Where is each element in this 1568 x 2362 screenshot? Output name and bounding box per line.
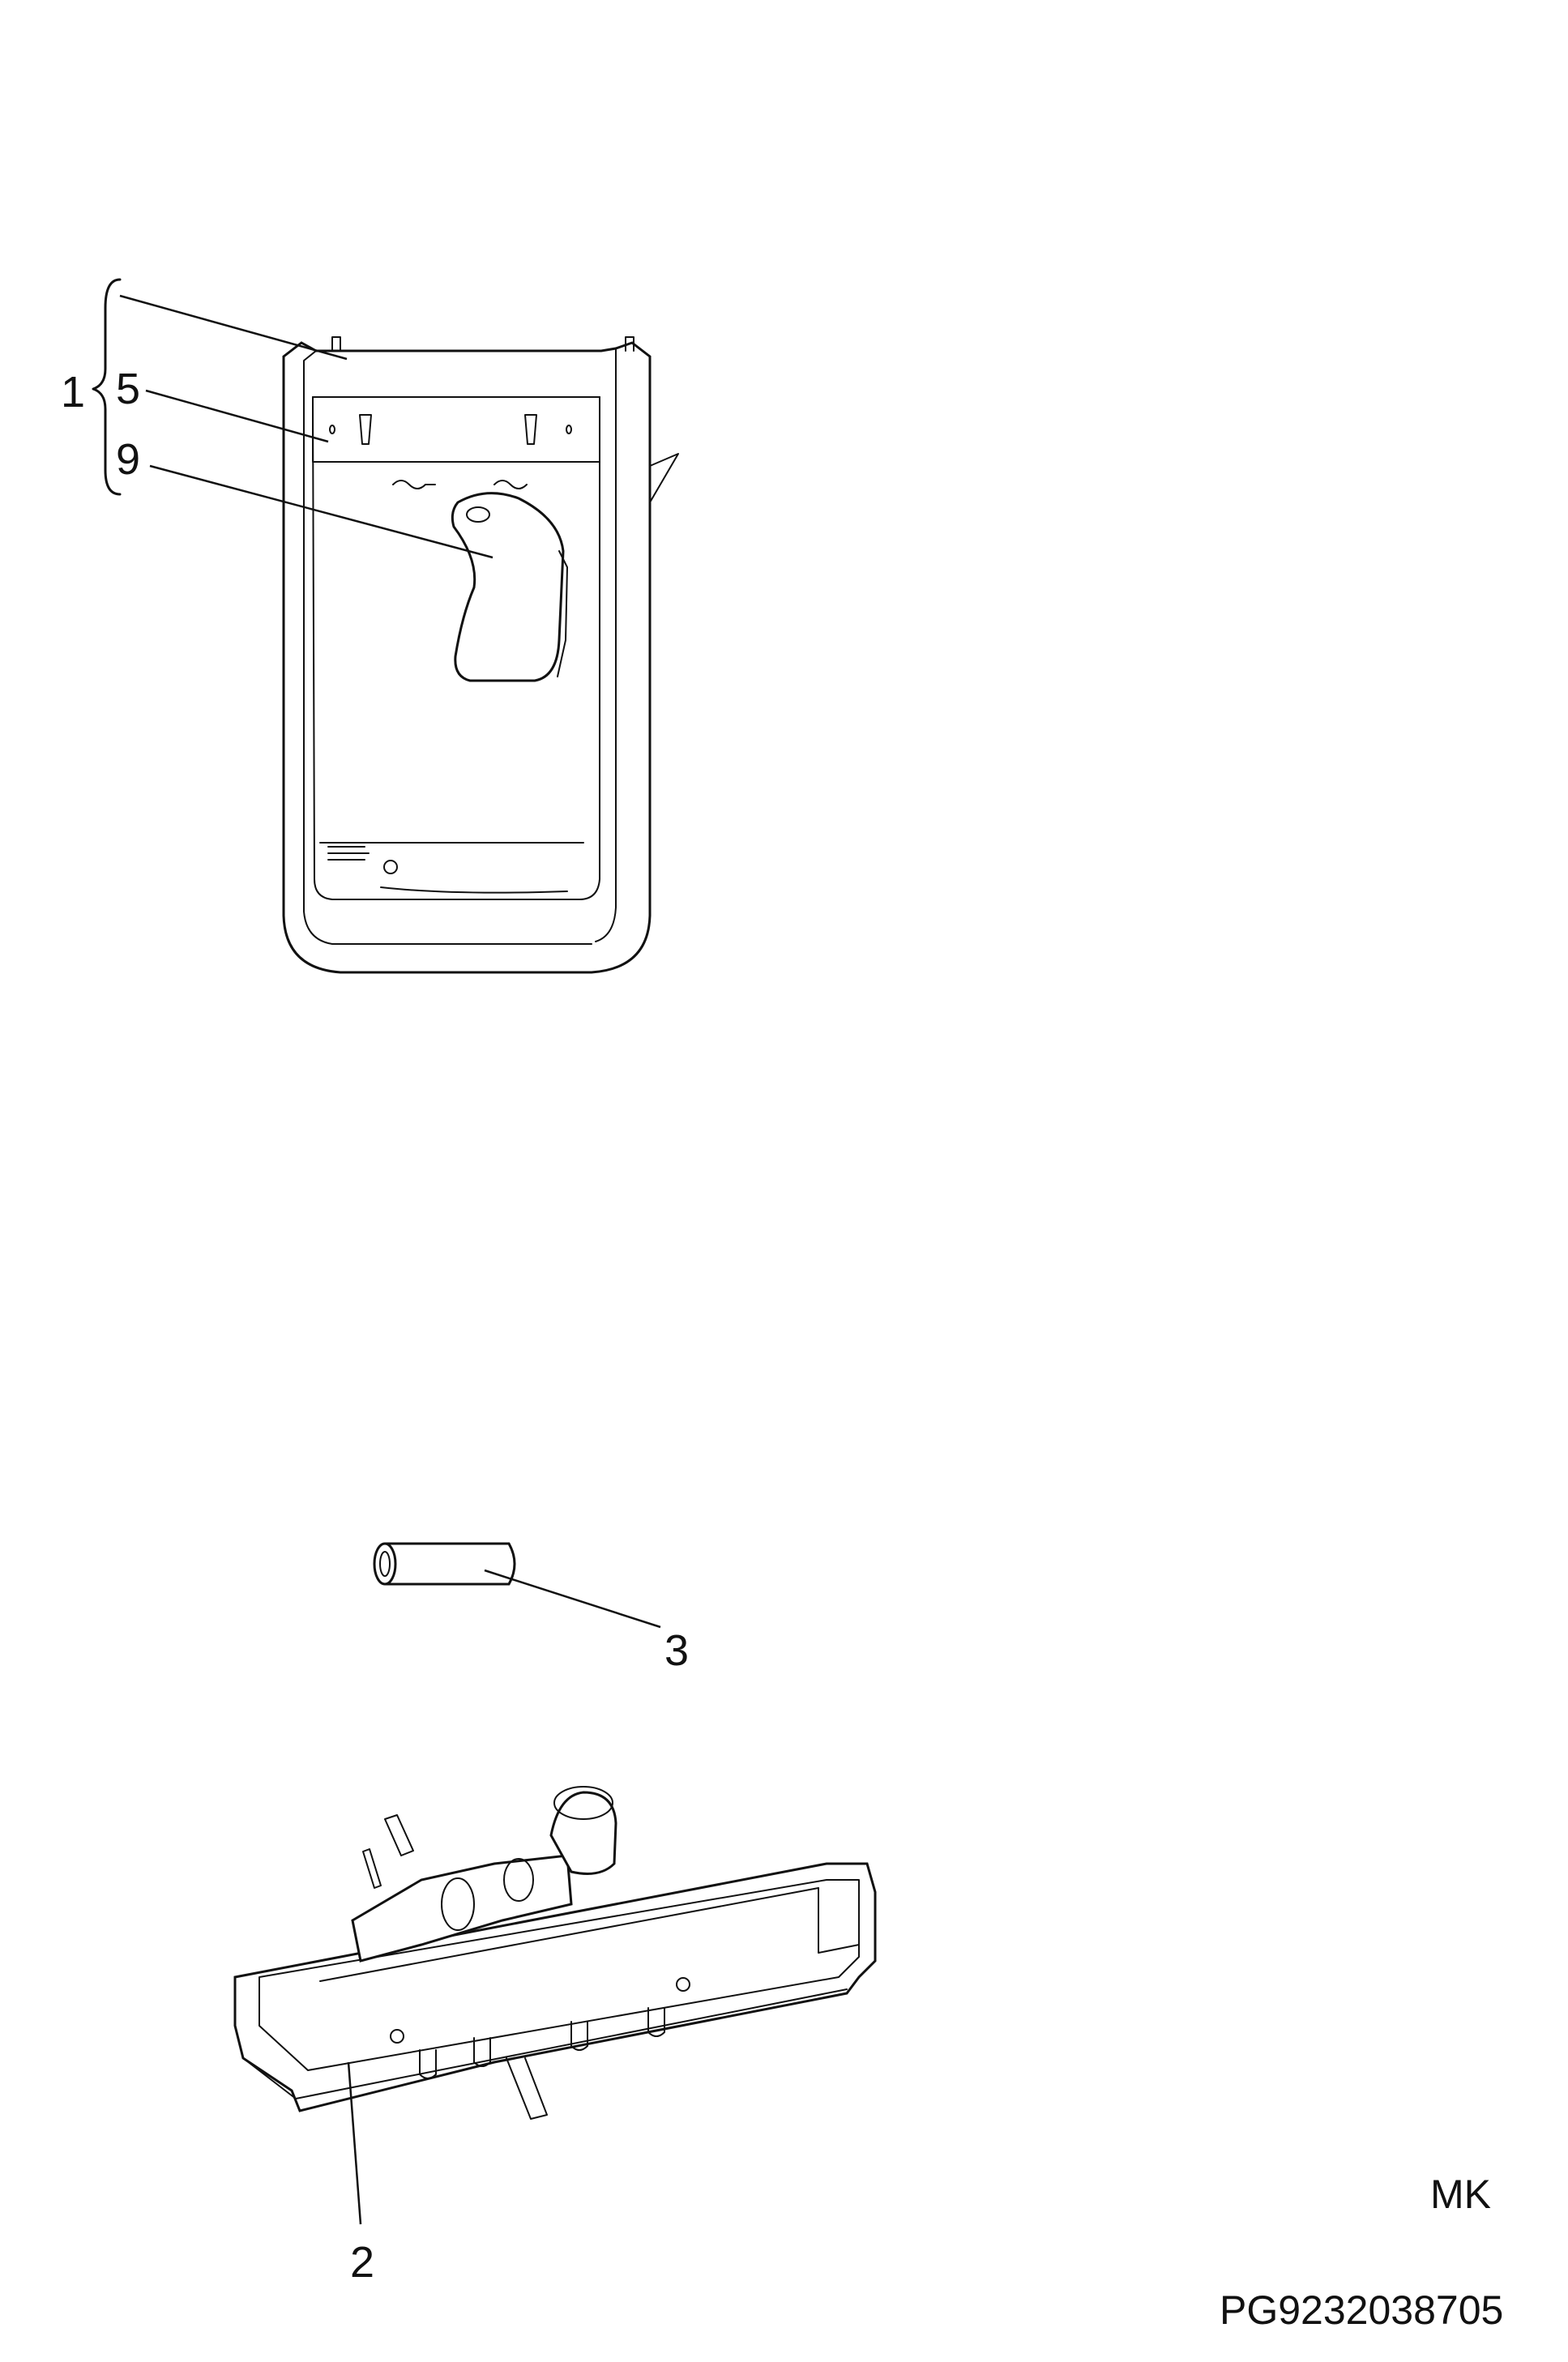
mounting-plate — [312, 396, 600, 463]
peg-2 — [473, 2037, 491, 2067]
footer-code: MK — [1430, 2172, 1491, 2217]
paddle-side-face — [557, 550, 568, 677]
leader-line-9 — [149, 464, 493, 559]
footer-drawing-number: PG9232038705 — [1220, 2287, 1503, 2333]
terminal-1 — [362, 1848, 382, 1889]
drip-tray-lip — [380, 886, 568, 894]
plate-slot-left — [359, 414, 372, 445]
boss-1 — [390, 2029, 404, 2044]
callout-label-3: 3 — [664, 1626, 689, 1675]
leader-line-1 — [119, 294, 348, 361]
drip-tray-screw — [383, 860, 398, 874]
peg-4 — [647, 2007, 665, 2037]
peg-3 — [570, 2021, 588, 2051]
inlet-fitting — [549, 1791, 617, 1875]
plate-hole-left — [329, 425, 335, 434]
valve-tray-top-rail — [319, 1887, 819, 1982]
valve-tray-inner-rim — [258, 1879, 860, 2071]
peg-1 — [419, 2049, 437, 2079]
valve-port — [503, 1858, 534, 1902]
inner-recess — [312, 396, 600, 900]
top-pin-left — [331, 336, 341, 352]
tube-bore — [379, 1551, 391, 1577]
frame-side-return — [595, 348, 617, 942]
valve-housing-part — [233, 1786, 877, 2120]
dispenser-paddle — [451, 492, 565, 682]
solenoid-coil — [441, 1877, 475, 1931]
valve-tray-end-block — [818, 1887, 860, 1954]
callout-label-9: 9 — [116, 435, 140, 484]
callout-label-5: 5 — [116, 365, 140, 413]
callout-label-2: 2 — [350, 2238, 374, 2287]
valve-tray-front-edge — [242, 1988, 848, 2099]
assembly-bracket — [92, 278, 122, 496]
terminal-2 — [384, 1814, 414, 1856]
leader-line-2 — [347, 2061, 362, 2225]
tube-part — [373, 1542, 516, 1586]
paddle-pivot-hole — [466, 506, 490, 523]
plate-hole-right — [566, 425, 572, 434]
plate-slot-right — [524, 414, 537, 445]
micro-switch-right — [493, 480, 528, 489]
tube-end — [373, 1542, 397, 1586]
drip-grille — [327, 846, 370, 861]
tube-body — [385, 1542, 516, 1586]
top-pin-right — [625, 336, 634, 352]
frame-side-return-left — [303, 350, 592, 945]
nozzle-arm — [506, 2057, 548, 2120]
micro-switch-left — [392, 480, 436, 489]
callout-label-1: 1 — [61, 368, 85, 416]
leader-line-3 — [484, 1569, 661, 1629]
dispenser-panel-assembly — [282, 336, 679, 974]
rear-bracket — [649, 453, 679, 503]
boss-2 — [676, 1977, 690, 1992]
leader-line-5 — [145, 389, 329, 443]
inlet-fitting-mouth — [553, 1786, 613, 1820]
solenoid-valve — [351, 1854, 573, 1963]
